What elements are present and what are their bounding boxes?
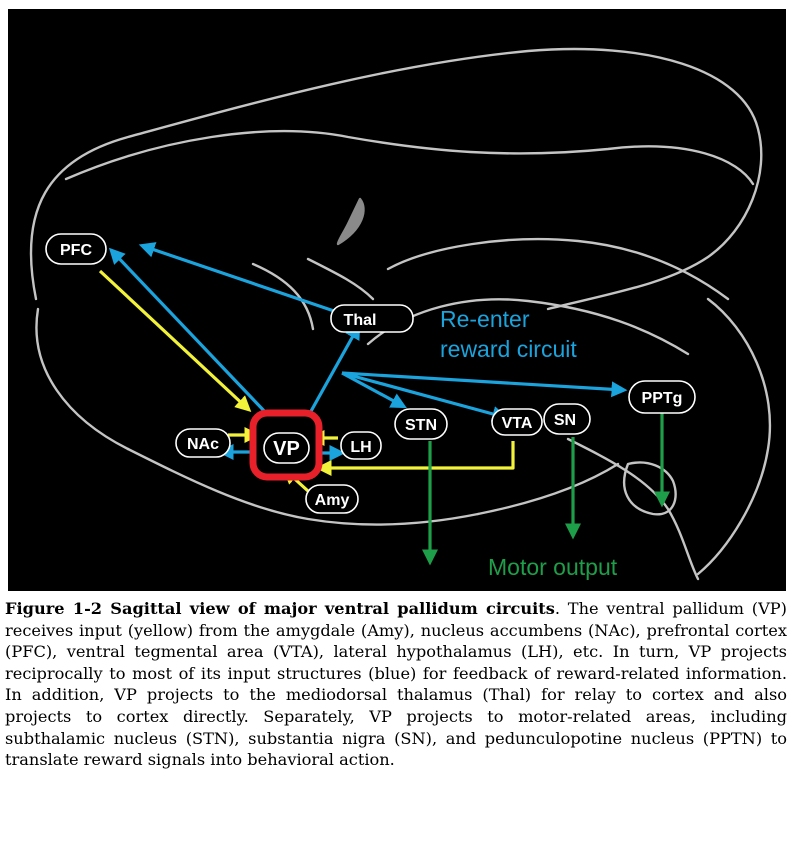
node-pptg-label: PPTg (642, 390, 683, 407)
caption-body: . The ventral pallidum (VP) receives inp… (5, 599, 787, 770)
reenter-label-line2: reward circuit (440, 336, 577, 362)
input-arrows (98, 269, 515, 493)
arrow-branch-to-vta (341, 371, 509, 422)
arrow-thal-to-pfc (138, 242, 335, 313)
node-amy-label: Amy (315, 492, 350, 509)
node-nac: NAc (175, 428, 231, 458)
node-pptg: PPTg (628, 380, 696, 414)
node-vp-label: VP (273, 438, 300, 460)
figure-caption: Figure 1-2 Sagittal view of major ventra… (5, 598, 787, 771)
node-pfc-label: PFC (60, 242, 92, 259)
node-stn: STN (394, 408, 448, 440)
node-lh-label: LH (350, 439, 371, 456)
node-vta-label: VTA (502, 415, 533, 432)
arrow-branch-to-pptg (341, 371, 628, 398)
node-pfc: PFC (45, 233, 107, 265)
feedback-arrows (108, 242, 628, 461)
reenter-label-line1: Re-enter (440, 306, 530, 332)
node-sn: SN (543, 403, 591, 435)
node-lh: LH (340, 431, 382, 460)
node-vta: VTA (491, 408, 543, 436)
arrow-vp-to-pfc (108, 247, 270, 417)
node-thal: Thal (330, 304, 414, 333)
node-vp: VP (249, 409, 323, 481)
arrow-vta-to-vp (315, 441, 515, 476)
diagram-background (8, 9, 786, 591)
node-amy: Amy (305, 484, 359, 514)
motor-arrows (422, 413, 670, 566)
arrow-branch-to-stn (341, 371, 407, 409)
brain-diagram: PFC Thal NAc VP LH Amy STN VTA SN PPTg R… (8, 9, 786, 591)
node-stn-label: STN (405, 417, 437, 434)
node-sn-label: SN (554, 412, 576, 429)
node-thal-label: Thal (344, 312, 377, 329)
caption-title: Figure 1-2 Sagittal view of major ventra… (5, 599, 555, 618)
node-nac-label: NAc (187, 436, 219, 453)
arrow-pfc-to-vp (98, 269, 252, 413)
arrow-vp-to-thal (308, 323, 361, 414)
motor-output-label: Motor output (488, 554, 618, 580)
